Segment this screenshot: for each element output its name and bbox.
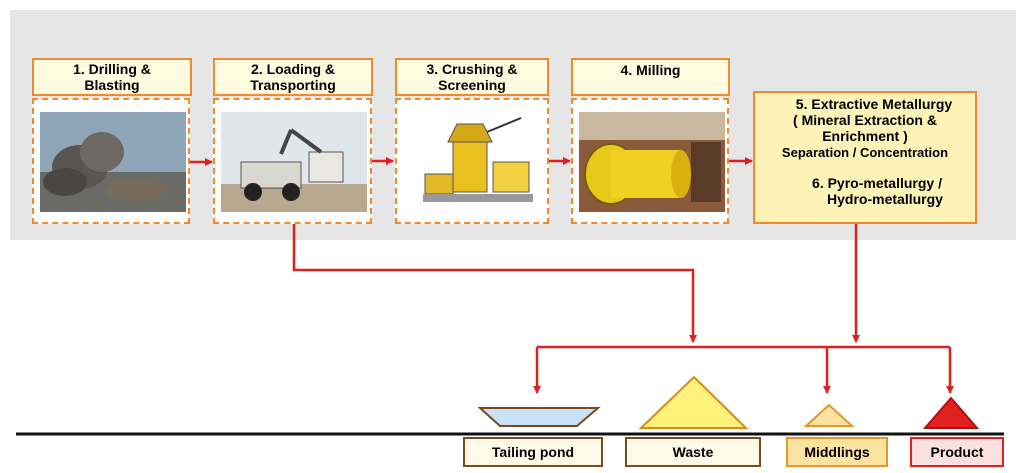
step-3-title-line2: Screening: [438, 77, 506, 93]
metallurgy-line3: Enrichment ): [822, 128, 908, 144]
step-2-title-line2: Transporting: [250, 77, 336, 93]
extractive-metallurgy-box: 5. Extractive Metallurgy ( Mineral Extra…: [753, 91, 977, 224]
step-3-photo-frame: [395, 98, 549, 224]
middlings-pile-shape: [803, 403, 855, 427]
step-3-title: 3. Crushing & Screening: [395, 58, 549, 96]
step-1-title: 1. Drilling & Blasting: [32, 58, 192, 96]
metallurgy-line6: Hydro-metallurgy: [827, 191, 943, 207]
step-4-title: 4. Milling: [571, 58, 730, 96]
metallurgy-line4: Separation / Concentration: [781, 145, 949, 160]
tailing-pond-shape: [477, 407, 601, 427]
ball-mill-photo: [579, 112, 725, 212]
loading-truck-photo: [221, 112, 367, 212]
waste-pile-shape: [638, 375, 749, 429]
step-2-title-line1: 2. Loading &: [251, 61, 335, 77]
middlings-label: Middlings: [786, 437, 888, 467]
waste-label: Waste: [625, 437, 761, 467]
arrow-loading-to-waste: [292, 224, 697, 343]
product-pile-shape: [922, 396, 980, 429]
step-2-photo-frame: [213, 98, 372, 224]
metallurgy-line5: 6. Pyro-metallurgy /: [812, 175, 942, 191]
step-3-title-line1: 3. Crushing &: [426, 61, 518, 77]
step-1-title-line2: Blasting: [84, 77, 140, 93]
step-1-photo-frame: [32, 98, 190, 224]
tailing-pond-label: Tailing pond: [463, 437, 603, 467]
step-4-title-line1: 4. Milling: [620, 62, 681, 78]
step-1-title-line1: 1. Drilling &: [73, 61, 151, 77]
step-4-photo-frame: [571, 98, 729, 224]
metallurgy-line2: ( Mineral Extraction &: [793, 112, 937, 128]
blasting-photo: [40, 112, 186, 212]
product-label: Product: [910, 437, 1004, 467]
metallurgy-line1: 5. Extractive Metallurgy: [795, 96, 953, 112]
step-2-title: 2. Loading & Transporting: [213, 58, 373, 96]
crusher-photo: [403, 112, 543, 212]
